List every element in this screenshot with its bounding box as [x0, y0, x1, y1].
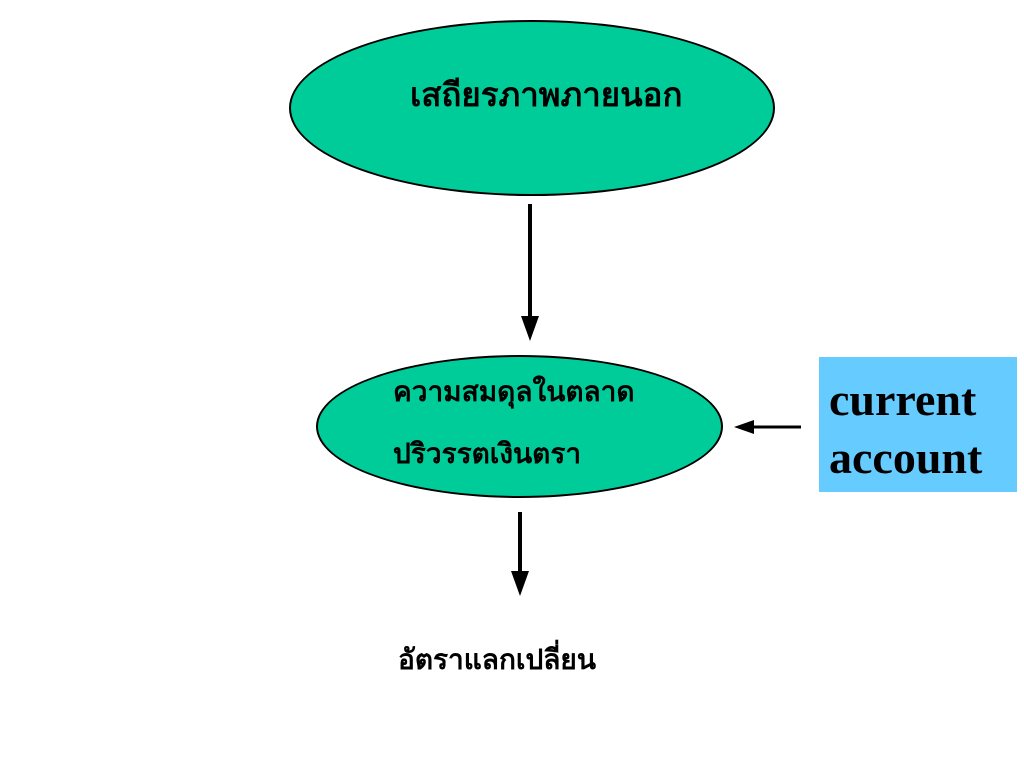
callout-line-2: account [829, 432, 983, 483]
arrow-middle-to-bottom [511, 512, 529, 596]
current-account-callout: current account [819, 357, 1017, 492]
top-node-label: เสถียรภาพภายนอก [410, 75, 683, 114]
arrow-callout-to-middle [734, 420, 801, 434]
top-node-ellipse [289, 20, 775, 196]
middle-node-label-line1: ความสมดุลในตลาด [393, 375, 635, 408]
middle-node-label-line2: ปริวรรตเงินตรา [393, 437, 582, 470]
middle-node-ellipse [316, 355, 723, 498]
callout-line-1: current [829, 374, 977, 425]
bottom-node-label: อัตราแลกเปลี่ยน [398, 643, 596, 676]
arrow-top-to-middle [521, 204, 539, 341]
